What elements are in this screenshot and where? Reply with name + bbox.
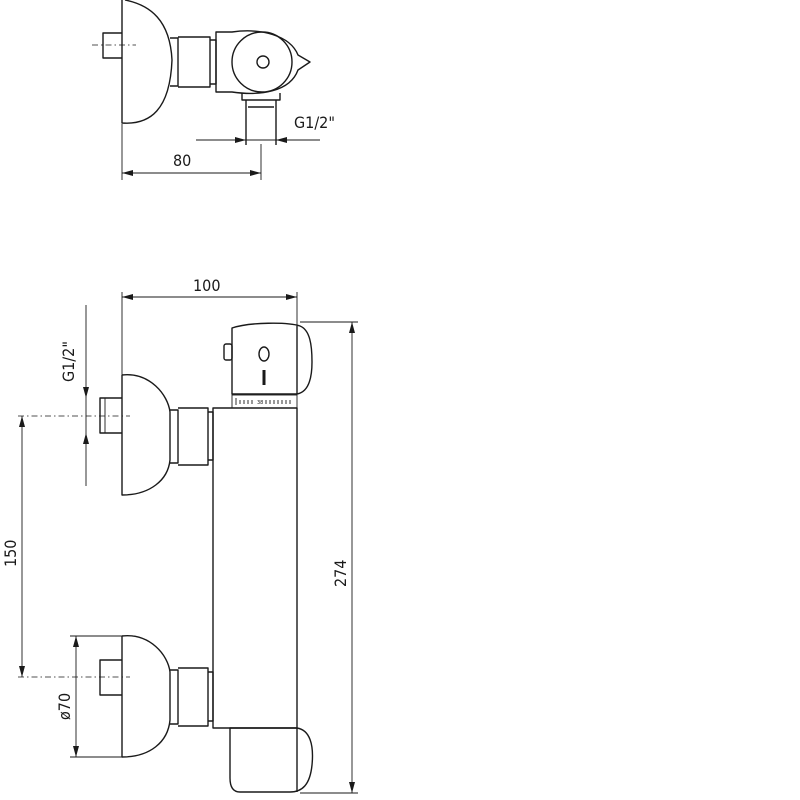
dim-150-arrow-bottom bbox=[19, 666, 25, 677]
control-button bbox=[223, 343, 233, 361]
top-view-pipe-stub bbox=[102, 32, 122, 59]
upper-pipe-stub bbox=[99, 397, 122, 434]
dim-274-arrow-bottom bbox=[349, 782, 355, 793]
dim-100-label: 100 bbox=[193, 276, 220, 295]
lower-pipe-stub bbox=[99, 659, 122, 696]
temperature-scale bbox=[231, 394, 298, 409]
bottom-knob bbox=[229, 727, 314, 793]
dim-d70-label: ø70 bbox=[55, 693, 74, 720]
top-view-valve-body bbox=[215, 30, 311, 95]
front-view: 100 G1/2" 38 bbox=[1, 276, 358, 794]
top-view-connector bbox=[170, 36, 217, 88]
dim-274-arrow-top bbox=[349, 322, 355, 333]
top-view-outlet bbox=[241, 93, 281, 145]
dim-thread-v-arrow-bottom bbox=[83, 433, 89, 444]
dim-thread-arrow-right bbox=[276, 137, 287, 143]
lower-connector bbox=[170, 667, 214, 727]
dim-100-arrow-right bbox=[286, 294, 297, 300]
dim-d70-arrow-top bbox=[73, 636, 79, 647]
lower-rose bbox=[121, 635, 171, 758]
temperature-scale-ticks bbox=[235, 398, 291, 405]
upper-rose bbox=[121, 374, 171, 496]
dim-thread-v-arrow-top bbox=[83, 387, 89, 398]
dim-thread-label: G1/2" bbox=[294, 113, 335, 132]
dim-274-label: 274 bbox=[331, 560, 350, 587]
dim-150-label: 150 bbox=[1, 540, 20, 567]
dim-150-arrow-top bbox=[19, 416, 25, 427]
dim-thread-v-label: G1/2" bbox=[59, 341, 78, 382]
top-view: 80 G1/2" bbox=[92, 0, 335, 180]
mixer-body bbox=[212, 407, 298, 729]
dim-80-arrow-left bbox=[122, 170, 133, 176]
dim-d70-arrow-bottom bbox=[73, 746, 79, 757]
control-head bbox=[231, 322, 313, 395]
dim-80-arrow-right bbox=[250, 170, 261, 176]
top-view-rose bbox=[121, 0, 173, 124]
top-view-knob-center bbox=[256, 55, 270, 69]
upper-connector bbox=[170, 407, 214, 466]
temperature-scale-label: 38 bbox=[257, 400, 263, 406]
dim-thread-arrow-left bbox=[235, 137, 246, 143]
dim-100-arrow-left bbox=[122, 294, 133, 300]
power-o-icon bbox=[258, 346, 270, 362]
dim-80-label: 80 bbox=[173, 151, 191, 170]
top-view-knob bbox=[231, 31, 293, 93]
